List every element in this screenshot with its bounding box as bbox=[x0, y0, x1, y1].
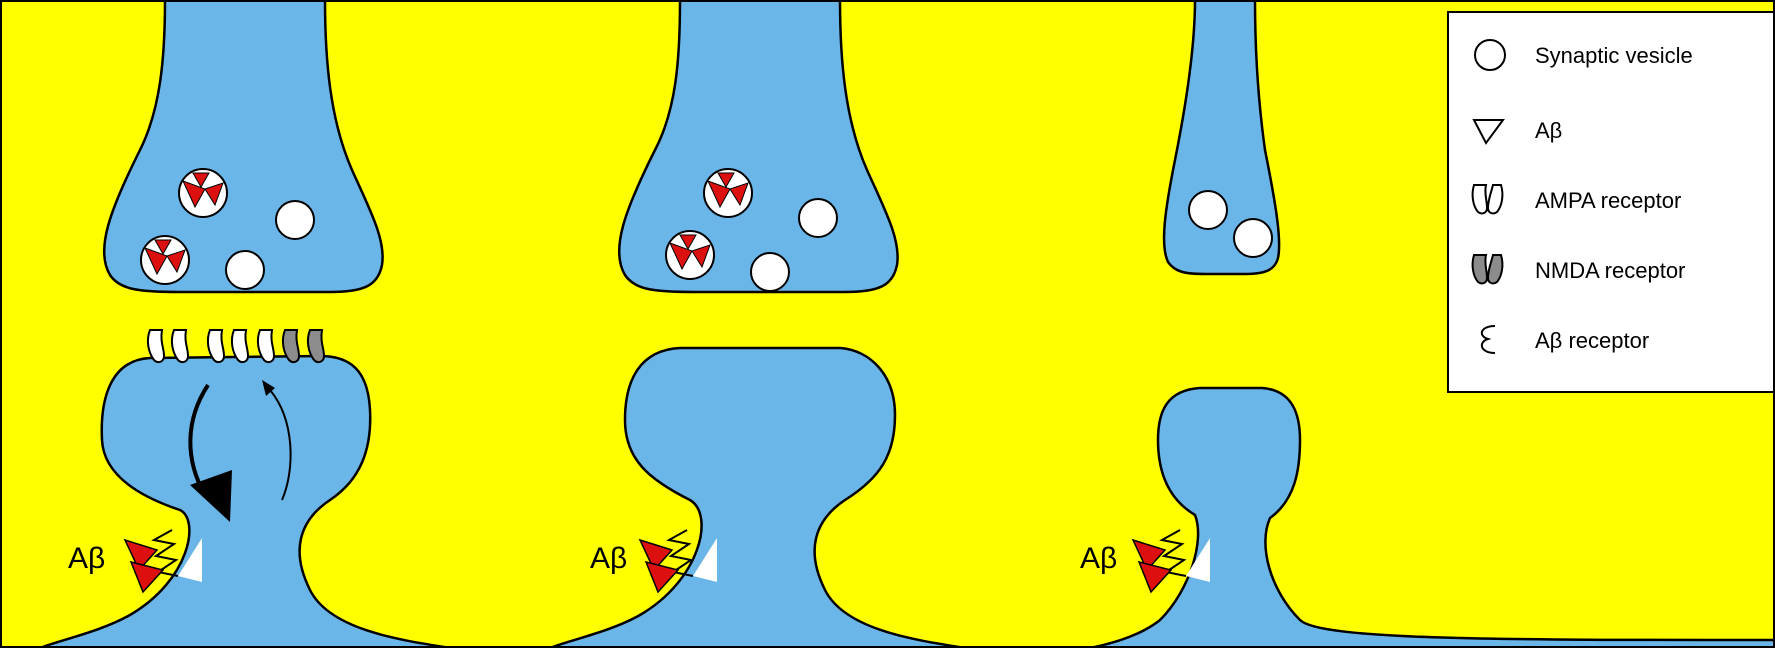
legend-label-ampa-receptor: AMPA receptor bbox=[1535, 188, 1681, 213]
legend: Synaptic vesicle Aβ AMPA receptor NMDA r… bbox=[1448, 12, 1775, 392]
empty-vesicle bbox=[226, 251, 264, 289]
loaded-vesicle bbox=[704, 169, 752, 217]
loaded-vesicle bbox=[141, 236, 189, 284]
legend-label-nmda-receptor: NMDA receptor bbox=[1535, 258, 1685, 283]
synaptic-vesicle-icon bbox=[1475, 40, 1505, 70]
abeta-label: Aβ bbox=[590, 542, 627, 575]
legend-label-abeta: Aβ bbox=[1535, 118, 1562, 143]
legend-label-abeta-receptor: Aβ receptor bbox=[1535, 328, 1649, 353]
empty-vesicle bbox=[276, 201, 314, 239]
empty-vesicle bbox=[799, 199, 837, 237]
empty-vesicle bbox=[1189, 191, 1227, 229]
empty-vesicle bbox=[751, 253, 789, 291]
loaded-vesicle bbox=[179, 169, 227, 217]
legend-label-synaptic-vesicle: Synaptic vesicle bbox=[1535, 43, 1693, 68]
empty-vesicle bbox=[1234, 219, 1272, 257]
abeta-label: Aβ bbox=[1080, 542, 1117, 575]
abeta-label: Aβ bbox=[68, 542, 105, 575]
loaded-vesicle bbox=[666, 231, 714, 279]
